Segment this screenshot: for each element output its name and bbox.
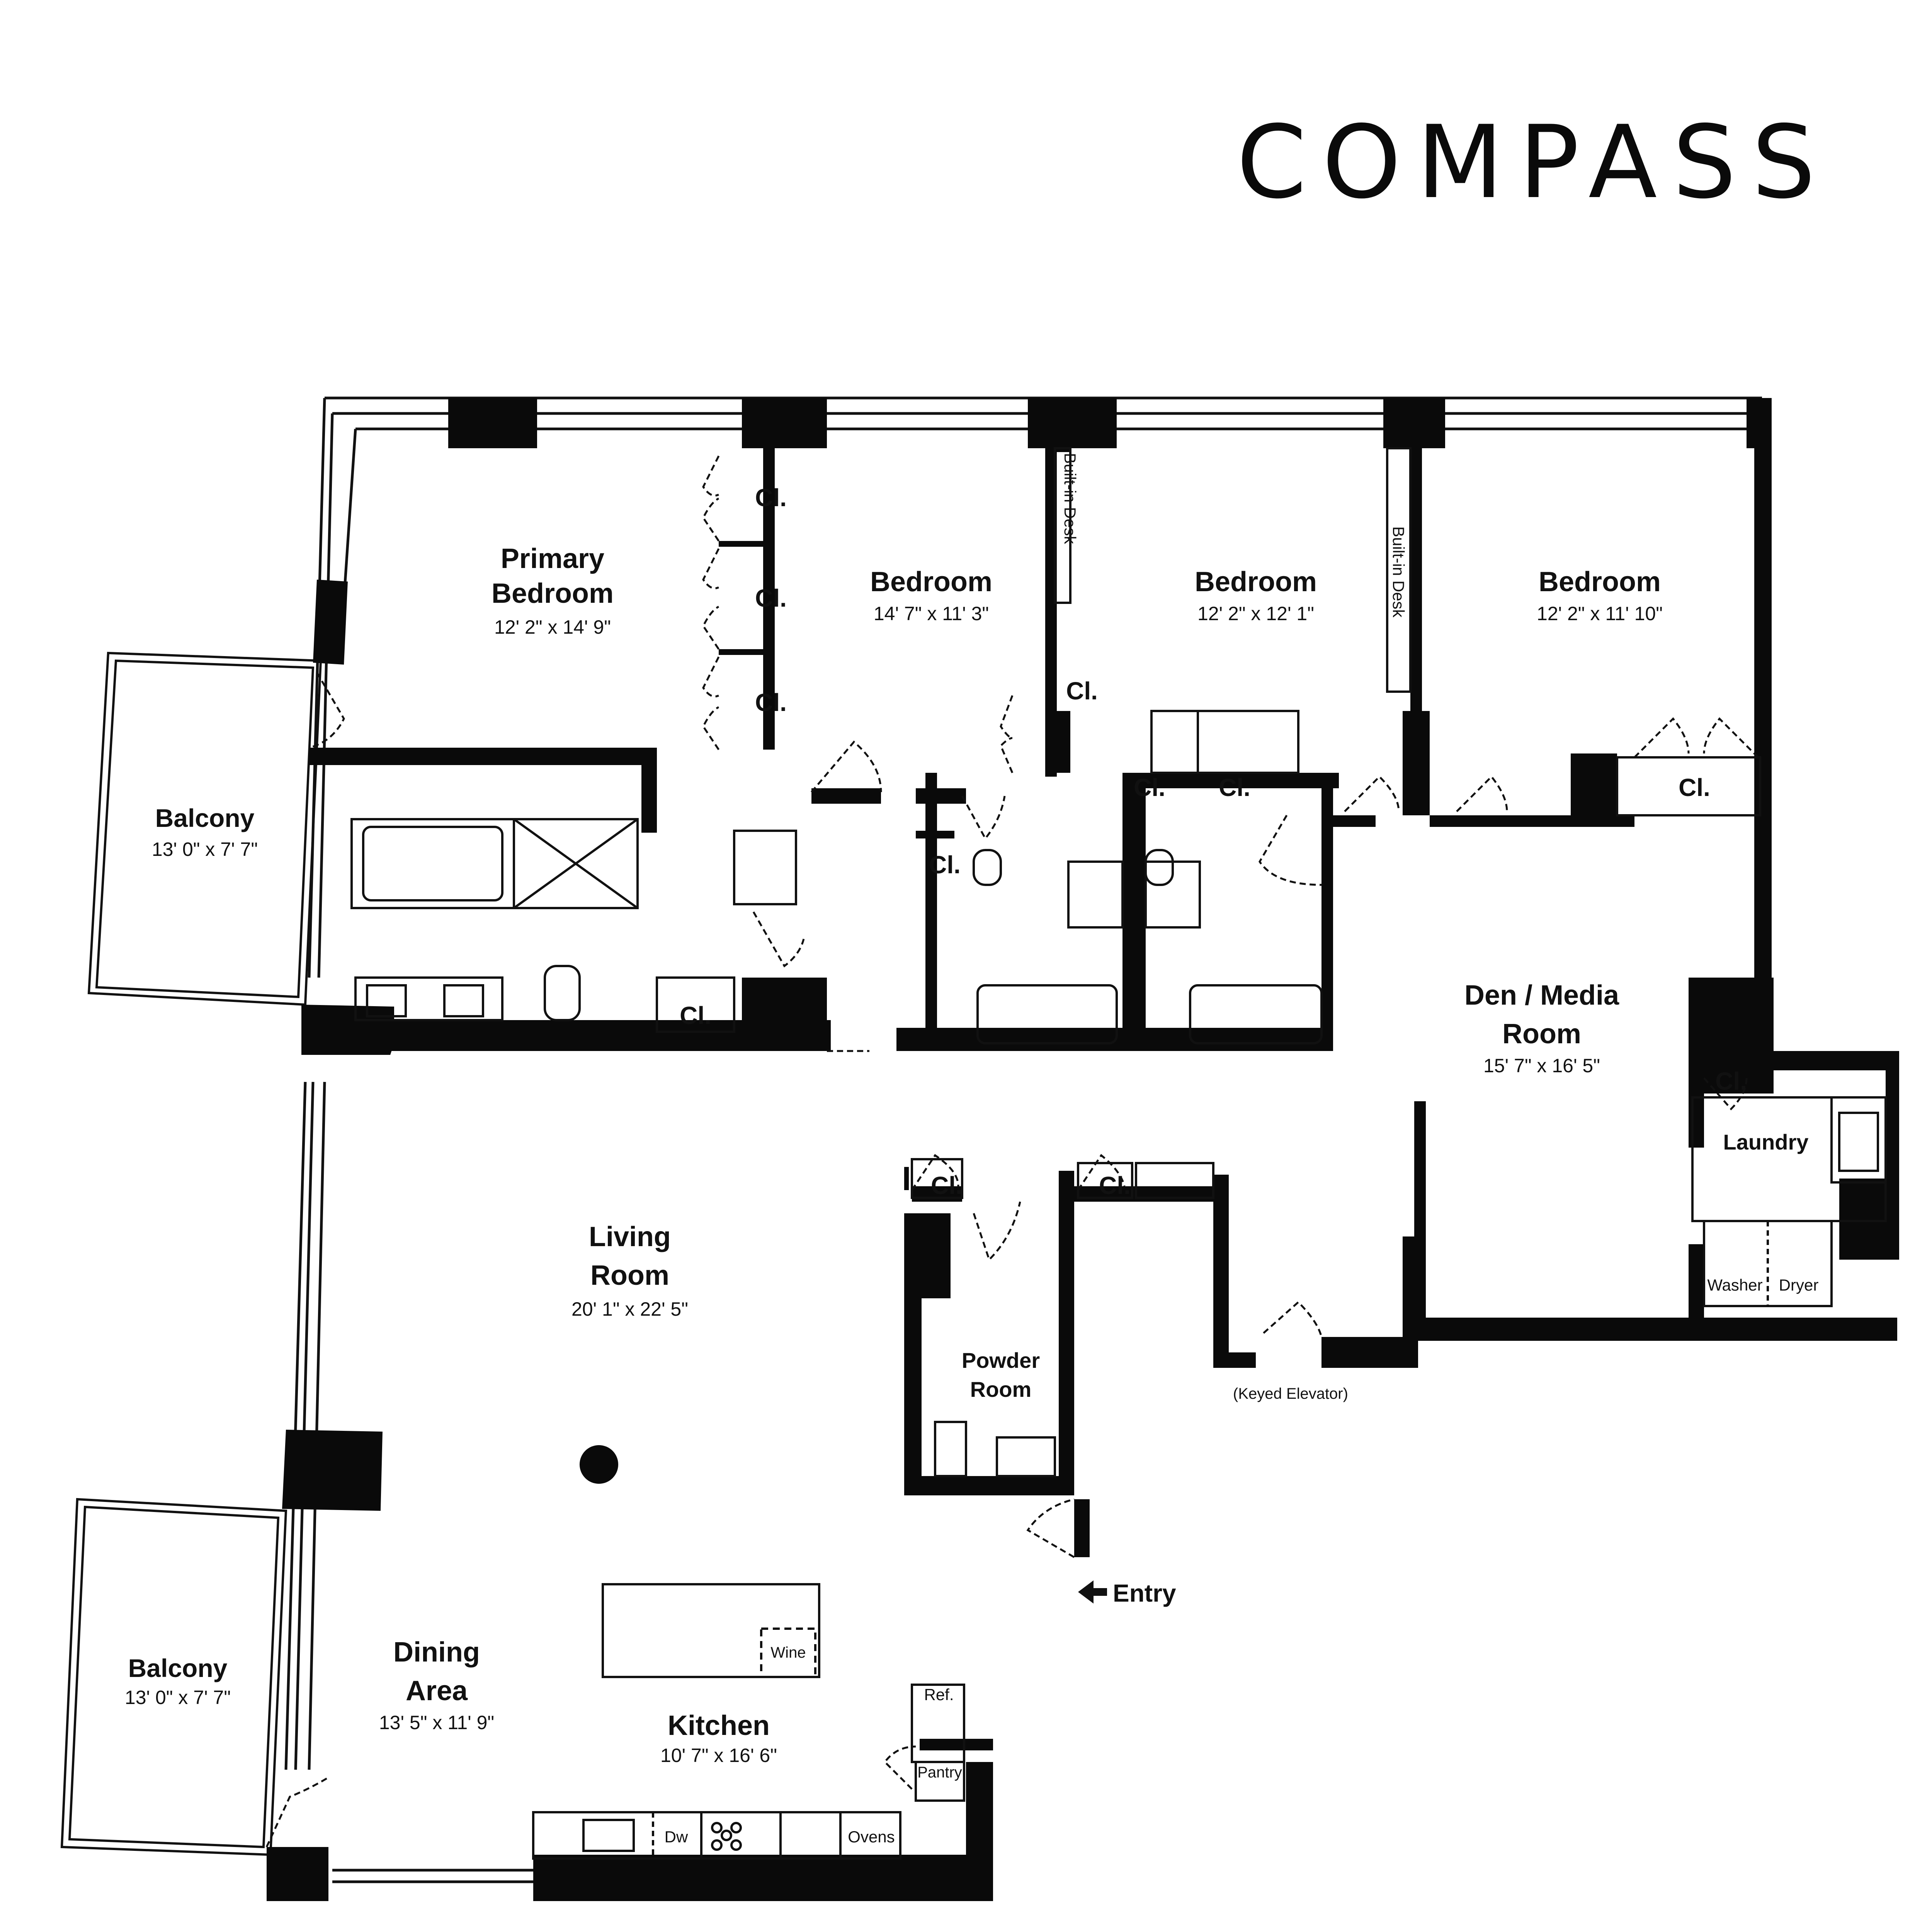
svg-text:Room: Room xyxy=(590,1260,669,1291)
svg-text:Balcony: Balcony xyxy=(155,804,255,832)
compass-logo: COMPASS xyxy=(1236,104,1831,221)
door-swings xyxy=(265,455,1759,1848)
svg-text:Bedroom: Bedroom xyxy=(1195,566,1317,597)
svg-text:Cl.: Cl. xyxy=(680,1002,711,1029)
svg-text:Living: Living xyxy=(589,1221,671,1252)
svg-text:Built-in Desk: Built-in Desk xyxy=(1389,526,1408,618)
svg-text:Cl.: Cl. xyxy=(931,1172,963,1199)
svg-text:Dryer: Dryer xyxy=(1779,1276,1819,1294)
svg-text:14' 7" x 11' 3": 14' 7" x 11' 3" xyxy=(874,603,989,624)
svg-text:20' 1" x 22' 5": 20' 1" x 22' 5" xyxy=(571,1298,688,1320)
svg-text:Built-in Desk: Built-in Desk xyxy=(1061,453,1079,544)
svg-text:Cl.: Cl. xyxy=(755,584,787,612)
svg-text:Primary: Primary xyxy=(501,543,604,574)
svg-text:Cl.: Cl. xyxy=(1715,1067,1747,1095)
svg-text:Cl.: Cl. xyxy=(1066,677,1098,705)
svg-text:Dw: Dw xyxy=(665,1828,688,1846)
svg-text:Bedroom: Bedroom xyxy=(1539,566,1661,597)
svg-text:Room: Room xyxy=(970,1377,1032,1401)
entry-arrow-icon xyxy=(1078,1580,1107,1604)
svg-text:Den / Media: Den / Media xyxy=(1464,980,1619,1011)
svg-text:Pantry: Pantry xyxy=(917,1764,962,1781)
svg-text:Cl.: Cl. xyxy=(755,689,787,716)
svg-text:12' 2" x 12' 1": 12' 2" x 12' 1" xyxy=(1197,603,1314,624)
room-labels: Primary Bedroom 12' 2" x 14' 9" Bedroom … xyxy=(125,543,1809,1766)
svg-text:15' 7" x 16' 5": 15' 7" x 16' 5" xyxy=(1483,1055,1600,1077)
svg-text:Cl.: Cl. xyxy=(929,851,961,879)
svg-text:Room: Room xyxy=(1502,1019,1581,1049)
svg-text:Washer: Washer xyxy=(1707,1276,1762,1294)
svg-text:13' 0" x 7' 7": 13' 0" x 7' 7" xyxy=(152,838,258,860)
svg-text:Powder: Powder xyxy=(962,1348,1040,1372)
walls xyxy=(267,398,1899,1901)
fixtures xyxy=(350,447,1887,1860)
svg-text:Bedroom: Bedroom xyxy=(870,566,992,597)
svg-text:12' 2" x 14' 9": 12' 2" x 14' 9" xyxy=(494,616,611,638)
svg-text:(Keyed Elevator): (Keyed Elevator) xyxy=(1233,1385,1348,1402)
svg-text:Wine: Wine xyxy=(770,1644,806,1661)
svg-text:Balcony: Balcony xyxy=(128,1654,228,1682)
svg-text:Entry: Entry xyxy=(1113,1579,1176,1607)
svg-text:Laundry: Laundry xyxy=(1723,1130,1809,1154)
svg-text:Bedroom: Bedroom xyxy=(492,578,614,609)
svg-text:Cl.: Cl. xyxy=(1099,1172,1131,1199)
svg-text:10' 7" x 16' 6": 10' 7" x 16' 6" xyxy=(660,1745,777,1766)
svg-text:13' 0" x 7' 7": 13' 0" x 7' 7" xyxy=(125,1687,231,1708)
svg-text:Cl.: Cl. xyxy=(1219,774,1250,801)
svg-text:Dining: Dining xyxy=(393,1637,480,1668)
svg-text:Area: Area xyxy=(406,1675,468,1706)
svg-text:13' 5" x 11' 9": 13' 5" x 11' 9" xyxy=(379,1712,494,1733)
svg-text:Ovens: Ovens xyxy=(848,1828,895,1846)
svg-text:Cl.: Cl. xyxy=(1679,774,1710,801)
fixture-labels: Cl. Cl. Cl. Cl. Cl. Cl. Cl. Cl. Cl. Cl. … xyxy=(665,453,1819,1846)
svg-text:Cl.: Cl. xyxy=(755,484,787,512)
svg-text:Kitchen: Kitchen xyxy=(668,1710,770,1741)
svg-text:12' 2" x 11' 10": 12' 2" x 11' 10" xyxy=(1537,603,1663,624)
svg-text:Cl.: Cl. xyxy=(1134,774,1165,801)
svg-text:Ref.: Ref. xyxy=(924,1685,954,1704)
